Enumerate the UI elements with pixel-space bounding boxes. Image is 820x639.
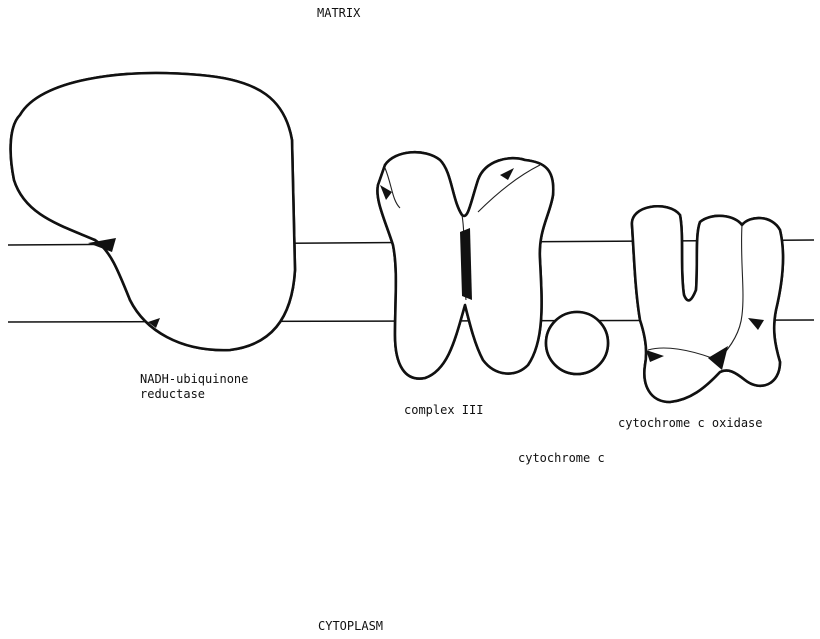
cytochrome-c-label: cytochrome c — [518, 451, 605, 466]
nadh-label-line2: reductase — [140, 387, 248, 402]
cytochrome-c-shape — [546, 312, 608, 374]
cytoplasm-label: CYTOPLASM — [318, 619, 383, 634]
cytochrome-c-oxidase-label: cytochrome c oxidase — [618, 416, 763, 431]
complex-iii-shape — [377, 152, 553, 378]
complex-iii-label: complex III — [404, 403, 483, 418]
cytochrome-c-oxidase-shape — [632, 206, 783, 402]
matrix-label: MATRIX — [317, 6, 360, 21]
nadh-label-line1: NADH-ubiquinone — [140, 372, 248, 387]
nadh-ubiquinone-reductase-label: NADH-ubiquinone reductase — [140, 372, 248, 402]
nadh-ubiquinone-reductase-shape — [11, 73, 295, 350]
